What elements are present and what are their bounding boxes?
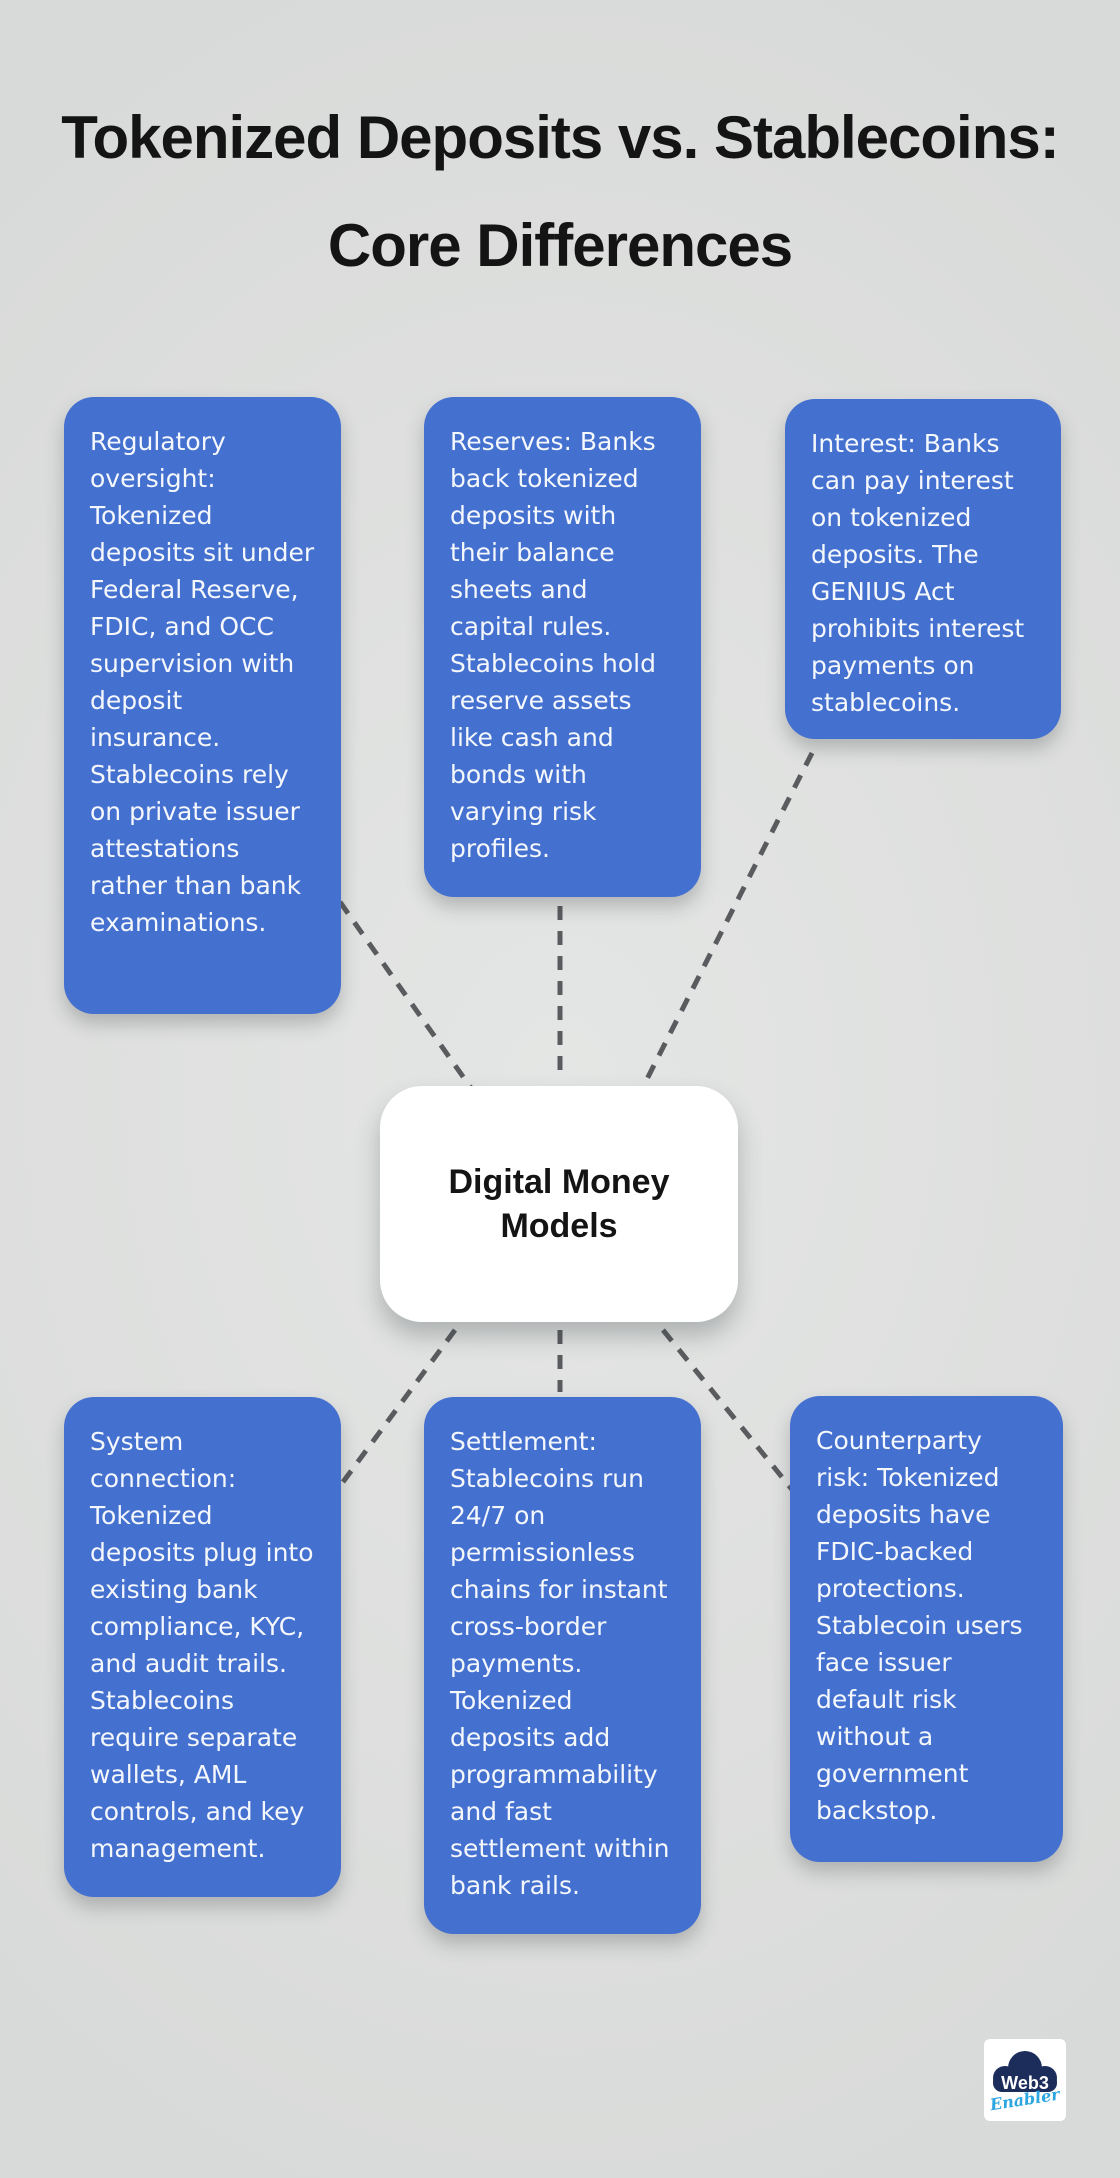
connector-regulatory-to-center [337,900,474,1090]
center-node-label: Digital Money Models [448,1162,670,1245]
card-system-connection: System connection: Tokenized deposits pl… [64,1397,341,1897]
web3-enabler-logo: Web3 Enabler [984,2039,1066,2121]
card-interest-text: Interest: Banks can pay interest on toke… [811,429,1025,717]
card-regulatory-oversight: Regulatory oversight: Tokenized deposits… [64,397,341,1014]
card-counterparty-risk: Counterparty risk: Tokenized deposits ha… [790,1396,1063,1862]
card-reserves-text: Reserves: Banks back tokenized deposits … [450,427,656,863]
card-settlement: Settlement: Stablecoins run 24/7 on perm… [424,1397,701,1934]
card-settlement-text: Settlement: Stablecoins run 24/7 on perm… [450,1427,670,1900]
card-counterparty-risk-text: Counterparty risk: Tokenized deposits ha… [816,1426,1023,1825]
page-title: Tokenized Deposits vs. Stablecoins: Core… [61,104,1059,279]
logo-web3-text: Web3 [1001,2073,1049,2093]
card-system-connection-text: System connection: Tokenized deposits pl… [90,1427,314,1863]
card-interest: Interest: Banks can pay interest on toke… [785,399,1061,739]
card-reserves: Reserves: Banks back tokenized deposits … [424,397,701,897]
card-regulatory-oversight-text: Regulatory oversight: Tokenized deposits… [90,427,315,937]
center-node: Digital Money Models [380,1086,738,1322]
cloud-icon [993,2051,1057,2092]
